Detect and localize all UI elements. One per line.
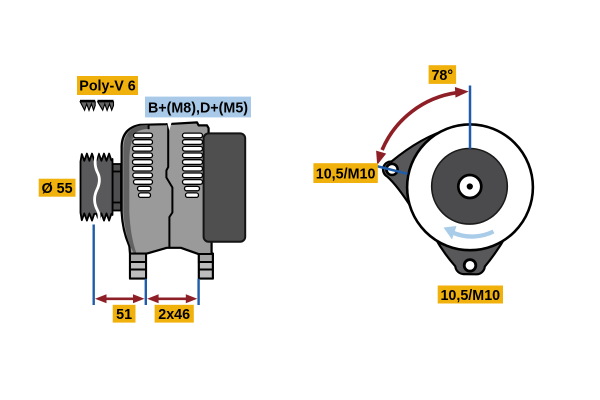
svg-text:2x46: 2x46 — [158, 307, 190, 323]
svg-text:78°: 78° — [431, 68, 453, 84]
svg-text:10,5/M10: 10,5/M10 — [316, 167, 376, 183]
svg-text:51: 51 — [116, 307, 132, 323]
svg-text:B+(M8),D+(M5): B+(M8),D+(M5) — [148, 100, 248, 116]
svg-text:10,5/M10: 10,5/M10 — [440, 288, 500, 304]
svg-text:Ø 55: Ø 55 — [42, 181, 73, 197]
svg-text:Poly-V 6: Poly-V 6 — [79, 79, 135, 95]
